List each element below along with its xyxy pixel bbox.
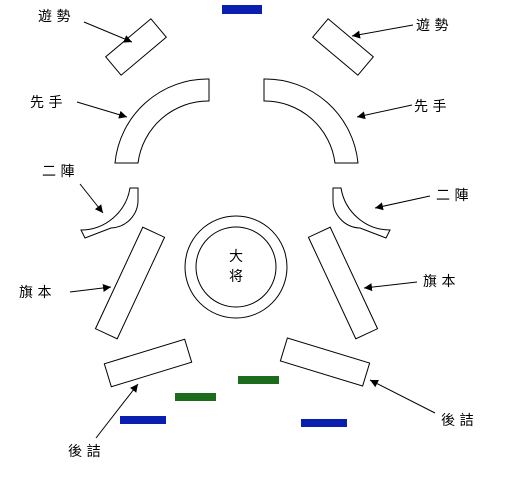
hatamoto-left-block bbox=[94, 226, 166, 340]
arrow-gozume-left bbox=[95, 383, 139, 439]
gozume-right-block bbox=[279, 337, 371, 387]
label-sente-right: 先 手 bbox=[414, 99, 446, 115]
label-yugei-left: 遊 勢 bbox=[38, 9, 70, 25]
arrow-gozume-right bbox=[369, 379, 436, 414]
green-marker-right bbox=[238, 376, 279, 384]
sente-left-arc bbox=[114, 78, 210, 164]
blue-marker-bottom-right bbox=[301, 419, 347, 427]
label-gozume-left: 後 詰 bbox=[68, 444, 100, 460]
taisho-label-bottom: 将 bbox=[229, 269, 243, 285]
yugei-left-block bbox=[104, 18, 168, 76]
arrow-sente-left bbox=[76, 101, 128, 119]
nijin-left-arc bbox=[80, 187, 139, 239]
arrow-yugei-right bbox=[351, 24, 414, 39]
label-hatamoto-right: 旗 本 bbox=[423, 274, 455, 290]
blue-marker-top bbox=[222, 5, 262, 14]
blue-marker-bottom-left bbox=[120, 416, 166, 424]
arrow-yugei-left bbox=[83, 21, 133, 43]
label-gozume-right: 後 詰 bbox=[441, 413, 473, 429]
label-yugei-right: 遊 勢 bbox=[416, 18, 448, 34]
sente-right-arc bbox=[263, 78, 359, 164]
arrow-nijin-left bbox=[79, 183, 104, 214]
label-sente-left: 先 手 bbox=[30, 95, 62, 111]
arrow-hatamoto-left bbox=[69, 283, 112, 293]
taisho-label-top: 大 bbox=[229, 249, 243, 265]
label-nijin-right: 二 陣 bbox=[436, 188, 468, 204]
arrow-nijin-right bbox=[374, 195, 431, 211]
label-nijin-left: 二 陣 bbox=[42, 164, 74, 180]
hatamoto-right-block bbox=[307, 226, 379, 340]
yugei-right-block bbox=[311, 18, 375, 76]
label-hatamoto-left: 旗 本 bbox=[19, 285, 51, 301]
arrow-hatamoto-right bbox=[363, 281, 418, 292]
taisho-inner-ring bbox=[195, 226, 277, 308]
gozume-left-block bbox=[103, 338, 193, 388]
nijin-right-arc bbox=[332, 187, 391, 239]
arrow-sente-right bbox=[356, 104, 413, 120]
green-marker-left bbox=[175, 393, 216, 401]
